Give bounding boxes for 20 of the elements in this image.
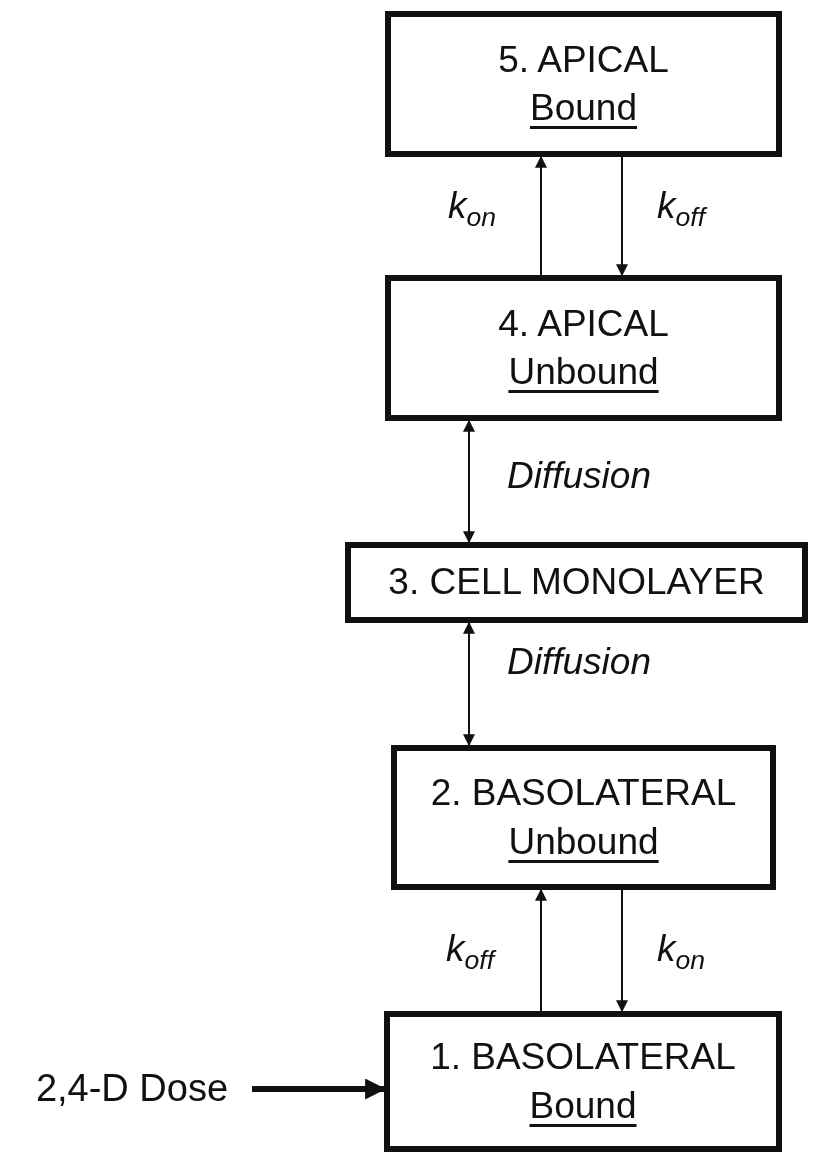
arrow xyxy=(463,419,475,544)
compartment-title: 1. BASOLATERAL xyxy=(430,1035,736,1080)
compartment-box xyxy=(385,11,782,157)
compartment-box xyxy=(391,745,776,890)
arrow xyxy=(616,156,628,277)
compartment-box xyxy=(345,542,808,623)
binding-state: Bound xyxy=(529,1083,637,1128)
compartment-title: 5. APICAL xyxy=(498,37,669,82)
binding-state: Bound xyxy=(530,86,637,130)
compartment-title: 4. APICAL xyxy=(498,301,669,346)
arrow xyxy=(535,155,547,276)
arrow xyxy=(535,888,547,1012)
compartment-box xyxy=(384,1011,782,1152)
binding-state: Unbound xyxy=(508,819,659,864)
compartment-box xyxy=(385,275,782,421)
arrow xyxy=(463,621,475,747)
arrow xyxy=(616,889,628,1013)
binding-state: Unbound xyxy=(508,350,659,394)
compartment-title: 3. CELL MONOLAYER xyxy=(388,560,765,605)
compartment-title: 2. BASOLATERAL xyxy=(430,771,737,816)
